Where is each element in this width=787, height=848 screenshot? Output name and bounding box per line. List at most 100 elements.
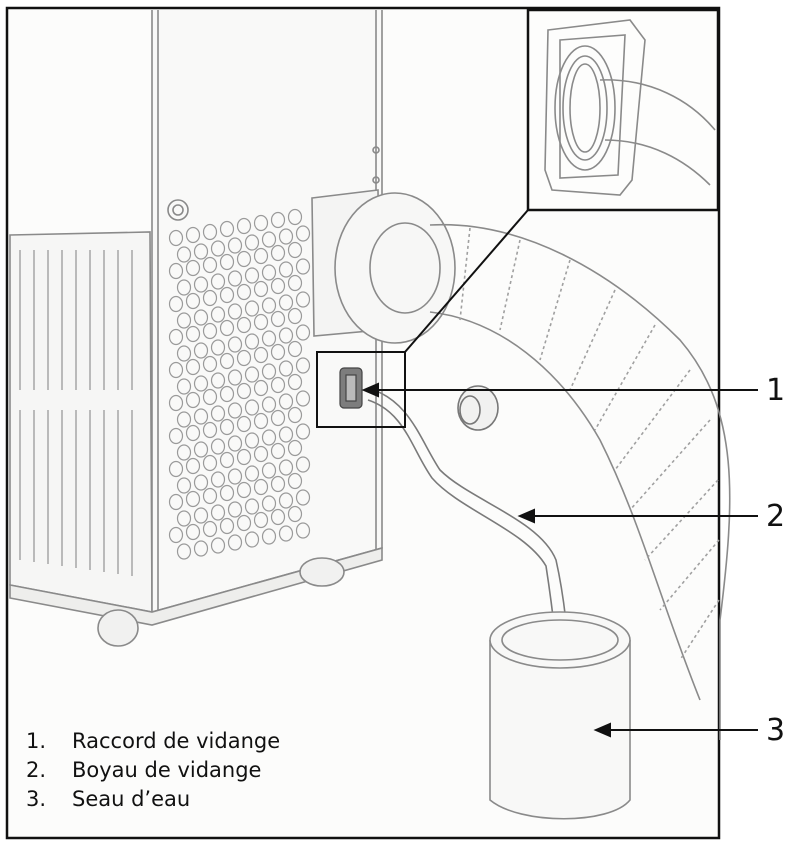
grille-hole — [287, 307, 303, 325]
grille-hole — [253, 214, 269, 232]
grille-hole — [236, 349, 252, 367]
grille-hole — [253, 412, 269, 430]
grille-hole — [219, 253, 235, 271]
grille-hole — [185, 259, 201, 277]
grille-hole — [287, 373, 303, 391]
grille-hole — [295, 456, 311, 473]
grille-hole — [261, 462, 277, 479]
legend-text: Raccord de vidange — [72, 729, 281, 753]
grille-hole — [176, 378, 192, 395]
grille-hole — [244, 465, 260, 482]
grille-hole — [236, 481, 252, 499]
grille-hole — [176, 279, 192, 296]
grille-hole — [287, 472, 303, 490]
grille-hole — [270, 277, 286, 295]
grille-hole — [193, 276, 209, 293]
grille-hole — [244, 531, 260, 548]
grille-hole — [244, 399, 260, 416]
grille-hole — [227, 369, 243, 386]
grille-hole — [253, 379, 269, 397]
grille-hole — [244, 267, 260, 284]
legend-item-water-bucket: 3.Seau d’eau — [26, 785, 280, 814]
grille-hole — [185, 226, 201, 244]
grille-hole — [176, 444, 192, 461]
grille-hole — [219, 352, 235, 370]
back-grille — [168, 208, 311, 560]
grille-hole — [253, 346, 269, 364]
grille-hole — [168, 427, 184, 445]
grille-hole — [270, 409, 286, 427]
grille-hole — [295, 390, 311, 407]
legend: 1.Raccord de vidange 2.Boyau de vidange … — [26, 727, 280, 814]
grille-hole — [270, 475, 286, 493]
grille-hole — [202, 487, 218, 505]
grille-hole — [219, 418, 235, 436]
grille-hole — [193, 441, 209, 458]
grille-hole — [227, 501, 243, 518]
grille-hole — [185, 457, 201, 475]
grille-hole — [185, 490, 201, 508]
grille-hole — [278, 426, 294, 443]
grille-hole — [168, 493, 184, 511]
grille-hole — [185, 325, 201, 343]
grille-hole — [278, 327, 294, 344]
legend-item-drain-connector: 1.Raccord de vidange — [26, 727, 280, 756]
grille-hole — [270, 211, 286, 229]
grille-hole — [287, 208, 303, 226]
grille-hole — [295, 324, 311, 341]
grille-hole — [227, 237, 243, 254]
grille-hole — [278, 228, 294, 245]
grille-hole — [227, 303, 243, 320]
callout-arrowhead-2 — [517, 508, 535, 524]
grille-hole — [278, 393, 294, 410]
grille-hole — [176, 477, 192, 494]
grille-hole — [270, 343, 286, 361]
grille-hole — [270, 310, 286, 328]
callout-number-2: 2 — [766, 499, 786, 534]
grille-hole — [261, 264, 277, 281]
grille-hole — [236, 250, 252, 268]
grille-hole — [202, 421, 218, 439]
grille-hole — [185, 523, 201, 541]
grille-hole — [278, 261, 294, 278]
grille-hole — [202, 454, 218, 472]
grille-hole — [176, 543, 192, 560]
grille-hole — [278, 492, 294, 509]
grille-hole — [261, 363, 277, 380]
grille-hole — [287, 340, 303, 358]
grille-hole — [210, 471, 226, 488]
grille-hole — [295, 357, 311, 374]
grille-hole — [219, 220, 235, 238]
grille-hole — [193, 375, 209, 392]
grille-hole — [295, 423, 311, 440]
grille-hole — [219, 319, 235, 337]
grille-hole — [185, 391, 201, 409]
grille-hole — [261, 330, 277, 347]
grille-hole — [295, 225, 311, 242]
grille-hole — [202, 289, 218, 307]
grille-hole — [202, 256, 218, 274]
grille-hole — [236, 514, 252, 532]
inset-leader-line — [404, 209, 529, 353]
grille-hole — [244, 333, 260, 350]
grille-hole — [168, 361, 184, 379]
grille-hole — [261, 495, 277, 512]
drain-port — [339, 367, 363, 409]
inset-detail — [526, 8, 720, 212]
grille-hole — [270, 442, 286, 460]
grille-hole — [168, 229, 184, 247]
grille-hole — [236, 316, 252, 334]
legend-number: 3. — [26, 787, 47, 811]
grille-hole — [210, 504, 226, 521]
grille-hole — [227, 336, 243, 353]
grille-hole — [227, 534, 243, 551]
grille-hole — [193, 474, 209, 491]
grille-hole — [278, 525, 294, 542]
grille-hole — [210, 438, 226, 455]
grille-hole — [270, 508, 286, 526]
grille-hole — [236, 283, 252, 301]
grille-hole — [193, 540, 209, 557]
grille-hole — [219, 286, 235, 304]
grille-hole — [261, 396, 277, 413]
grille-hole — [278, 294, 294, 311]
